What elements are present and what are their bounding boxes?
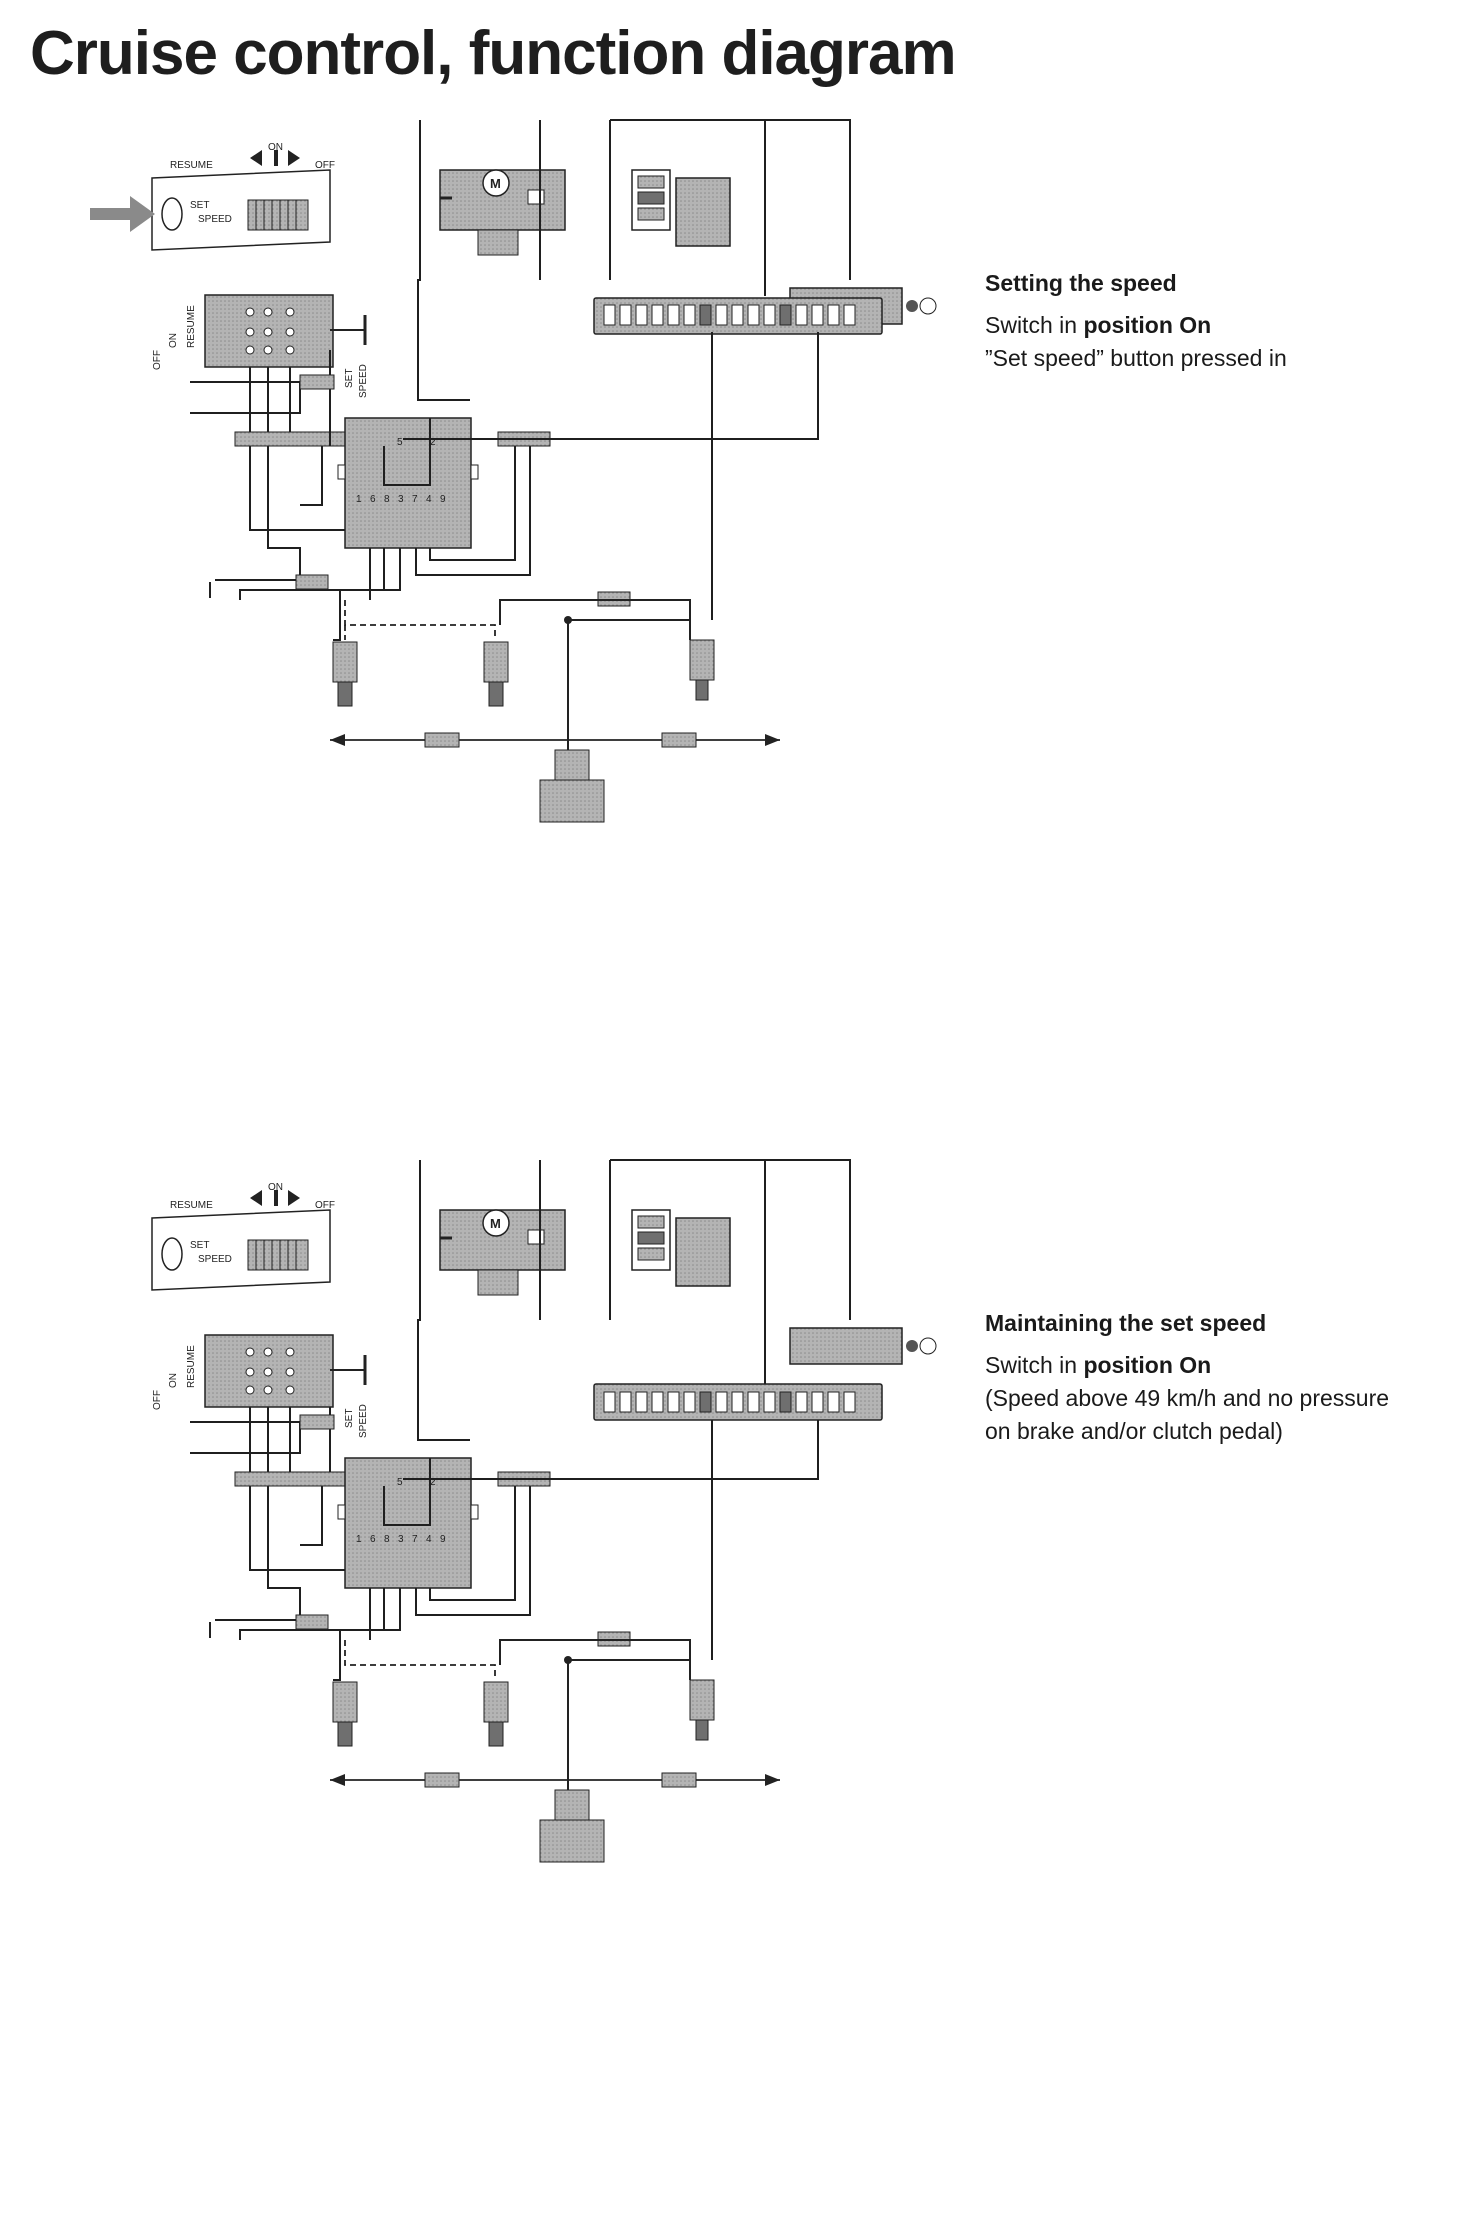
switch-set-label: SET	[190, 200, 209, 211]
arrow-left-icon	[250, 150, 262, 166]
pin-5-label-2: 5	[397, 1477, 403, 1488]
caption-heading: Setting the speed	[985, 270, 1177, 296]
central-connector-strip	[593, 297, 883, 335]
pin-6-label: 6	[370, 494, 376, 505]
diagram-maintaining-speed: ON RESUME OFF SET SPEED OFF ON RESUME	[0, 1159, 1473, 2220]
switch-set-label-2: SET	[190, 1240, 209, 1251]
pin-5-label: 5	[397, 437, 403, 448]
cruise-switch-panel-2: ON RESUME OFF SET SPEED	[151, 1182, 335, 1291]
caption-setting-speed: Setting the speed Switch in position On …	[985, 270, 1287, 375]
caption-line-3-2: on brake and/or clutch pedal)	[985, 1418, 1283, 1444]
pin-3-label-2: 3	[398, 1534, 404, 1545]
control-unit: 5 2 1 6 8 3 7 4 9	[337, 417, 479, 549]
pin-8-label: 8	[384, 494, 390, 505]
diagram-setting-speed: ON RESUME OFF SET SPEED OFF ON RESUME	[0, 119, 1473, 1180]
sensor-icon	[332, 641, 358, 683]
relay-module	[631, 169, 731, 247]
side-on-label-2: ON	[168, 1373, 179, 1388]
side-resume-label-2: RESUME	[186, 1345, 197, 1388]
side-speed-label-2: SPEED	[358, 1404, 369, 1438]
pin-2-label: 2	[430, 437, 436, 448]
lower-sensor-area	[209, 374, 780, 823]
pin-9-label: 9	[440, 494, 446, 505]
svg-text:M: M	[490, 176, 501, 191]
switch-on-label-2: ON	[268, 1182, 283, 1193]
switch-speed-label: SPEED	[198, 214, 232, 225]
switch-off-label: OFF	[315, 160, 335, 171]
brake-switch-unit-2	[789, 1327, 937, 1365]
caption-line-2: ”Set speed” button pressed in	[985, 345, 1287, 371]
pin-1-label: 1	[356, 494, 362, 505]
pin-3-label: 3	[398, 494, 404, 505]
arrow-pointer-icon	[90, 196, 155, 232]
switch-speed-label-2: SPEED	[198, 1254, 232, 1265]
side-set-label-2: SET	[344, 1409, 355, 1428]
caption-line-1-2: Switch in position On	[985, 1352, 1212, 1378]
lower-sensor-area-2	[209, 1414, 780, 1863]
throttle-motor-unit-2: M	[439, 1209, 566, 1296]
pin-4-label-2: 4	[426, 1534, 432, 1545]
pin-4-label: 4	[426, 494, 432, 505]
wiring-diagram-1: ON RESUME OFF SET SPEED OFF ON RESUME	[90, 119, 937, 823]
motor-icon-2	[482, 1209, 510, 1237]
svg-text:M: M	[490, 1216, 501, 1231]
lamp-icon	[919, 297, 937, 315]
side-speed-label: SPEED	[358, 364, 369, 398]
switch-contact-block-2: OFF ON RESUME SET SPEED	[152, 1334, 369, 1438]
caption-maintaining-speed: Maintaining the set speed Switch in posi…	[985, 1310, 1465, 1448]
switch-off-label-2: OFF	[315, 1200, 335, 1211]
pin-7-label-2: 7	[412, 1534, 418, 1545]
switch-contact-block: OFF ON RESUME SET SPEED	[152, 294, 369, 398]
pin-8-label-2: 8	[384, 1534, 390, 1545]
throttle-motor-unit: M	[439, 169, 566, 256]
side-off-label-2: OFF	[152, 1390, 163, 1410]
side-set-label: SET	[344, 369, 355, 388]
caption-line-1: Switch in position On	[985, 312, 1212, 338]
caption-line-2-2: (Speed above 49 km/h and no pressure	[985, 1385, 1390, 1411]
relay-icon	[527, 189, 545, 205]
switch-resume-label: RESUME	[170, 160, 213, 171]
pin-2-label-2: 2	[430, 1477, 436, 1488]
wiring-diagram-2: ON RESUME OFF SET SPEED OFF ON RESUME	[151, 1159, 937, 1863]
caption-heading-2: Maintaining the set speed	[985, 1310, 1267, 1336]
switch-resume-label-2: RESUME	[170, 1200, 213, 1211]
pin-9-label-2: 9	[440, 1534, 446, 1545]
side-resume-label: RESUME	[186, 305, 197, 348]
cruise-switch-panel: ON RESUME OFF SET SPEED	[90, 142, 335, 251]
relay-module-2	[631, 1209, 731, 1287]
motor-icon	[482, 169, 510, 197]
pin-7-label: 7	[412, 494, 418, 505]
central-connector-strip-2	[593, 1383, 883, 1421]
pin-6-label-2: 6	[370, 1534, 376, 1545]
arrow-right-icon	[288, 150, 300, 166]
side-on-label: ON	[168, 333, 179, 348]
page-title: Cruise control, function diagram	[30, 19, 957, 88]
side-off-label: OFF	[152, 350, 163, 370]
control-unit-2: 5 2 1 6 8 3 7 4 9	[337, 1457, 479, 1589]
switch-on-label: ON	[268, 142, 283, 153]
pin-1-label-2: 1	[356, 1534, 362, 1545]
